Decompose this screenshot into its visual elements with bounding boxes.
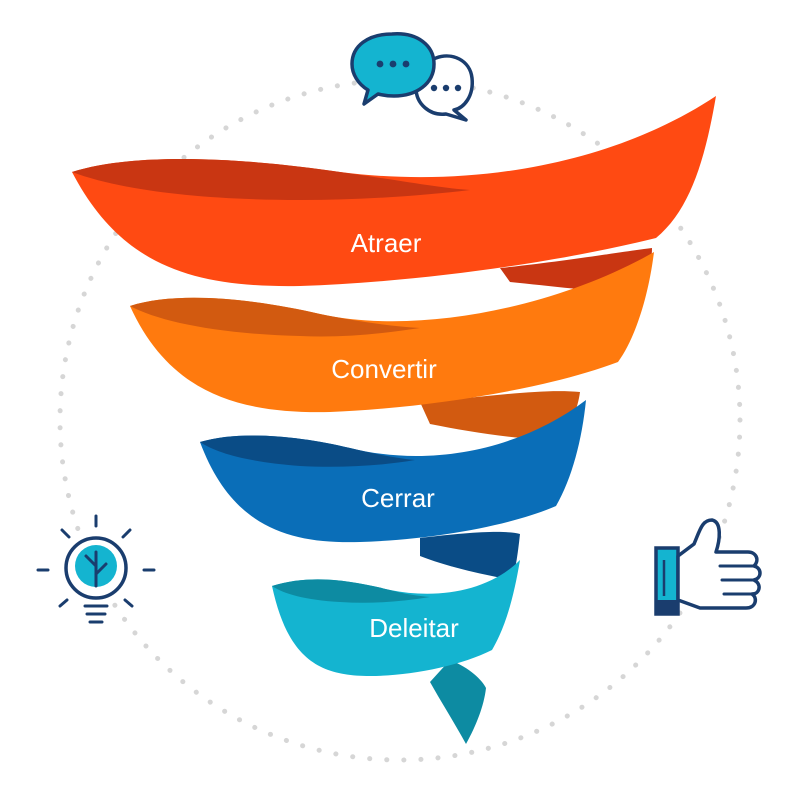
stage-ribbon-cerrar-inner (200, 435, 415, 467)
stage-label-deleitar: Deleitar (369, 613, 459, 643)
stage-ribbon-convertir (130, 252, 654, 413)
stage-ribbon-cerrar (200, 400, 586, 543)
stage-label-atraer: Atraer (351, 228, 422, 258)
ribbon-twist-4 (420, 531, 520, 580)
stage-label-cerrar: Cerrar (361, 483, 435, 513)
chat-bubbles-icon (350, 32, 474, 122)
ribbon-twist-3 (420, 391, 580, 440)
lightbulb-icon (36, 514, 156, 624)
stage-label-convertir: Convertir (331, 354, 437, 384)
stage-ribbon-convertir-inner (130, 297, 420, 337)
dotted-circle (57, 77, 743, 763)
funnel-tail (430, 660, 486, 744)
stage-ribbon-deleitar-inner (272, 579, 430, 603)
thumbs-up-icon (654, 518, 762, 616)
stage-ribbon-atraer-inner (72, 158, 470, 200)
